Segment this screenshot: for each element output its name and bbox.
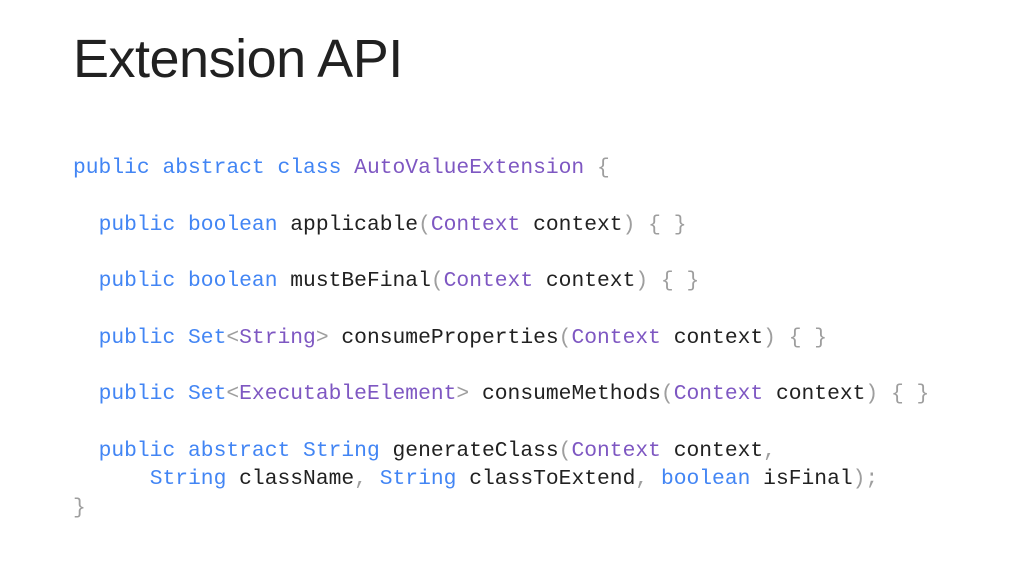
code-line <box>73 295 929 323</box>
code-token: , <box>763 438 776 463</box>
code-block: public abstract class AutoValueExtension… <box>73 154 929 522</box>
code-token: Context <box>571 325 661 350</box>
code-token: String <box>239 325 316 350</box>
code-token: public abstract class <box>73 156 355 180</box>
code-token: ( <box>430 269 444 294</box>
code-token: generateClass <box>379 438 559 463</box>
code-token: AutoValueExtension <box>354 156 585 180</box>
code-token: { <box>584 156 610 180</box>
code-token: isFinal <box>750 467 853 492</box>
code-token: ExecutableElement <box>239 382 457 407</box>
code-token: public abstract <box>98 438 304 463</box>
code-line <box>73 182 929 210</box>
code-token: , <box>354 467 380 492</box>
code-token: , <box>635 467 661 492</box>
code-token: Context <box>673 382 764 407</box>
code-token <box>73 467 150 491</box>
code-token <box>73 326 99 350</box>
code-token: context <box>533 269 636 294</box>
code-token: consumeMethods <box>469 382 661 407</box>
code-line: public abstract String generateClass(Con… <box>73 437 929 465</box>
code-token: ) { } <box>635 269 700 294</box>
code-token: context <box>763 382 866 407</box>
code-token: Context <box>443 269 534 294</box>
code-token: } <box>73 495 86 520</box>
code-token: Set <box>188 325 227 350</box>
code-token: Set <box>188 382 227 407</box>
code-line: public abstract class AutoValueExtension… <box>73 154 929 182</box>
code-token: public boolean <box>98 269 291 294</box>
code-token: className <box>226 467 355 492</box>
code-token: Context <box>571 438 661 463</box>
code-line <box>73 409 929 437</box>
code-token: < <box>226 382 240 407</box>
code-token: context <box>660 325 764 350</box>
code-token: ( <box>558 325 572 350</box>
code-line: } <box>73 494 929 522</box>
code-token: applicable <box>290 212 419 237</box>
code-token: consumeProperties <box>328 325 559 350</box>
code-token: Context <box>430 212 521 237</box>
code-line: public Set<ExecutableElement> consumeMet… <box>73 380 930 408</box>
code-token: context <box>660 438 764 463</box>
code-token: ) { } <box>865 382 930 407</box>
code-line: public boolean applicable(Context contex… <box>73 211 929 239</box>
code-token <box>73 382 99 406</box>
code-token: classToExtend <box>456 467 636 492</box>
code-token: context <box>520 212 623 237</box>
code-token: public <box>98 382 189 407</box>
code-token <box>73 213 99 237</box>
code-token: public <box>98 325 189 350</box>
code-token: ( <box>558 438 572 463</box>
code-token: ) { } <box>763 325 828 350</box>
code-line <box>73 239 929 267</box>
code-token: > <box>315 325 329 350</box>
code-token: ) { } <box>622 212 687 237</box>
code-token: mustBeFinal <box>290 269 431 294</box>
code-line <box>73 352 929 380</box>
code-token: ( <box>660 382 674 407</box>
code-token: boolean <box>660 467 751 492</box>
slide-title: Extension API <box>73 29 403 89</box>
code-token: > <box>456 382 470 407</box>
code-token <box>73 439 99 463</box>
code-token: ); <box>852 467 879 492</box>
code-token: < <box>226 325 240 350</box>
code-line: public Set<String> consumeProperties(Con… <box>73 324 929 352</box>
code-token: String <box>379 467 457 492</box>
code-token: public boolean <box>98 212 291 237</box>
code-token: ( <box>418 212 431 237</box>
code-token <box>73 269 99 293</box>
code-line: String className, String classToExtend, … <box>73 465 929 493</box>
code-line: public boolean mustBeFinal(Context conte… <box>73 267 929 295</box>
code-token: String <box>303 438 380 463</box>
code-token: String <box>149 467 227 492</box>
